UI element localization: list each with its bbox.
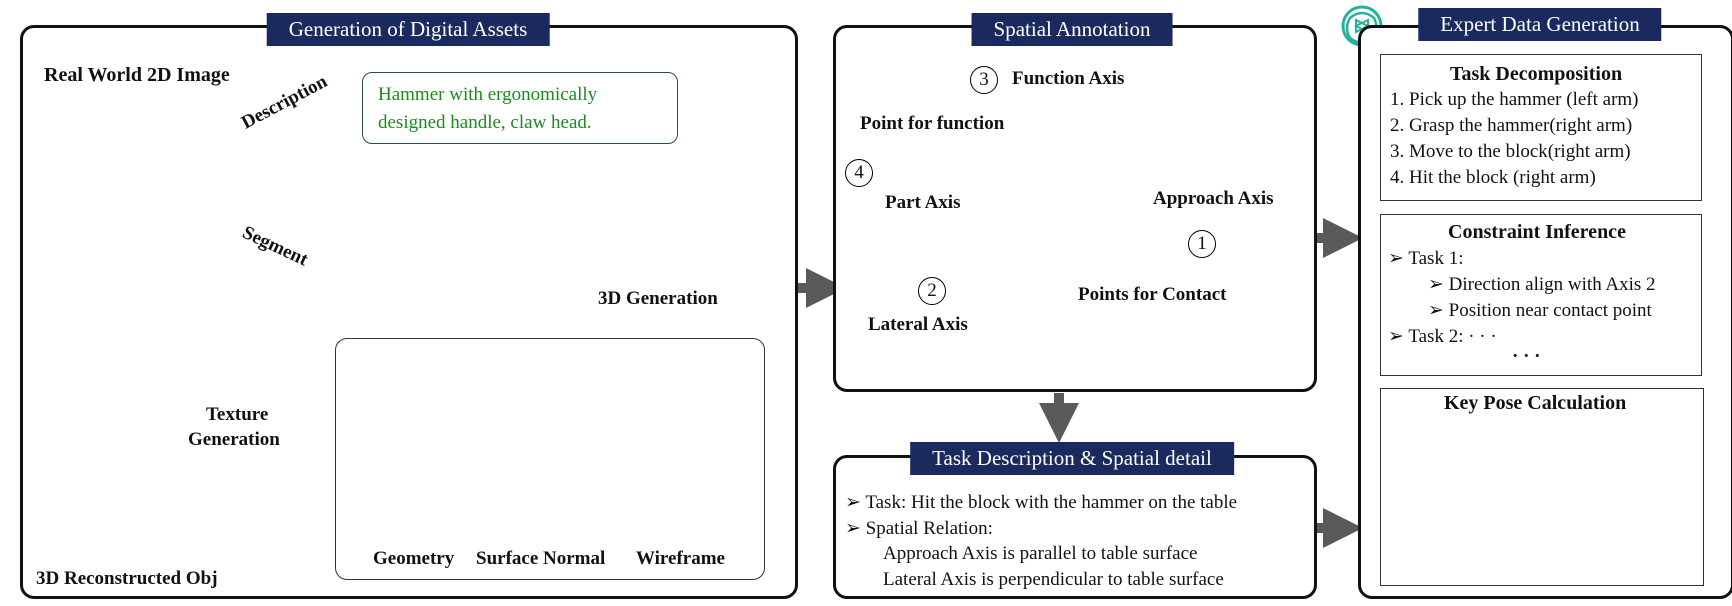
part-axis-num: 4 [845, 159, 873, 187]
view-label-surface-normal: Surface Normal [476, 548, 606, 569]
constraint-task-1: ➢ Task 1: [1388, 248, 1464, 269]
description-text-box [362, 72, 678, 144]
panel-task-title: Task Description & Spatial detail [910, 442, 1234, 475]
decomposition-step-3: 3. Move to the block(right arm) [1390, 141, 1631, 162]
panel-task [833, 455, 1317, 599]
point-for-function-label: Point for function [860, 113, 1005, 134]
approach-axis-label: Approach Axis [1153, 188, 1274, 209]
function-axis-label: Function Axis [1012, 68, 1125, 89]
view-label-geometry: Geometry [373, 548, 455, 569]
part-axis-label: Part Axis [885, 192, 961, 213]
constraint-task-2: ➢ Task 2: · · · [1388, 326, 1497, 347]
panel-generation-title: Generation of Digital Assets [266, 13, 550, 46]
panel-spatial-title: Spatial Annotation [971, 13, 1173, 46]
panel-expert-title: Expert Data Generation [1418, 8, 1662, 41]
function-axis-num: 3 [970, 66, 998, 94]
decomposition-step-4: 4. Hit the block (right arm) [1390, 167, 1596, 188]
reconstructed-label: 3D Reconstructed Obj [36, 568, 218, 589]
key-pose-title: Key Pose Calculation [1444, 392, 1627, 414]
view-label-wireframe: Wireframe [636, 548, 725, 569]
approach-axis-num: 1 [1188, 230, 1216, 258]
constraint-task-1-item-2: ➢ Position near contact point [1428, 300, 1652, 321]
relation-1: Approach Axis is parallel to table surfa… [883, 543, 1198, 564]
description-text-line-2: designed handle, claw head. [378, 112, 592, 133]
constraint-inference-box [1380, 214, 1702, 376]
description-text-line-1: Hammer with ergonomically [378, 84, 598, 105]
views-box [335, 338, 765, 580]
constraint-inference-title: Constraint Inference [1448, 221, 1626, 243]
relation-2: Lateral Axis is perpendicular to table s… [883, 569, 1224, 590]
points-for-contact-label: Points for Contact [1078, 284, 1227, 305]
lateral-axis-label: Lateral Axis [868, 314, 968, 335]
3d-generation-label: 3D Generation [598, 288, 718, 309]
lateral-axis-num: 2 [918, 277, 946, 305]
constraint-ellipsis: · · · [1512, 346, 1541, 367]
task-decomposition-title: Task Decomposition [1450, 63, 1623, 85]
real-world-label: Real World 2D Image [44, 64, 230, 86]
decomposition-step-1: 1. Pick up the hammer (left arm) [1390, 89, 1639, 110]
key-pose-box [1380, 388, 1704, 586]
texture-generation-label-2: Generation [188, 429, 280, 450]
texture-generation-label-1: Texture [206, 404, 269, 425]
constraint-task-1-item-1: ➢ Direction align with Axis 2 [1428, 274, 1656, 295]
task-item-1: ➢ Task: Hit the block with the hammer on… [845, 492, 1238, 513]
decomposition-step-2: 2. Grasp the hammer(right arm) [1390, 115, 1633, 136]
task-item-2: ➢ Spatial Relation: [845, 518, 993, 539]
task-decomposition-box [1380, 54, 1702, 201]
